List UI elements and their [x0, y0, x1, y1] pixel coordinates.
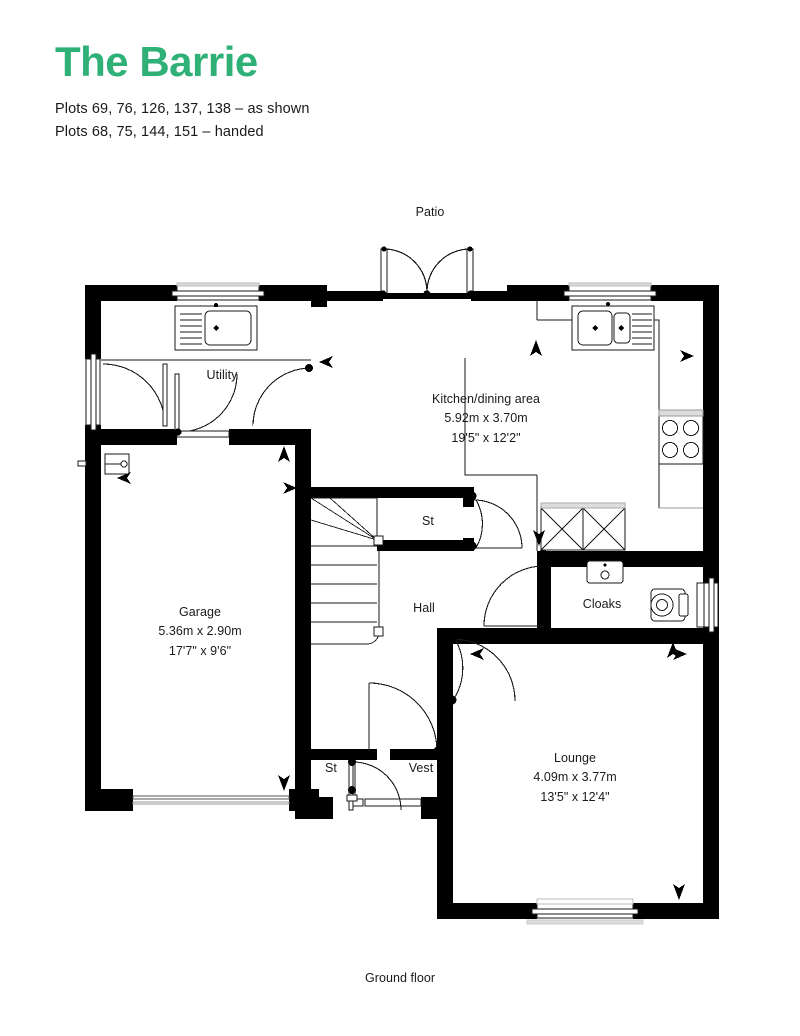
plot-line-handed: Plots 68, 75, 144, 151 – handed	[55, 123, 264, 140]
kitchen-dim-metric: 5.92m x 3.70m	[444, 411, 528, 426]
room-label-garage: Garage 5.36m x 2.90m 17'7" x 9'6"	[158, 603, 241, 661]
floor-caption: Ground floor	[365, 969, 435, 988]
patio-french-doors	[379, 246, 475, 298]
label-patio: Patio	[416, 203, 445, 222]
kitchen-sink	[571, 302, 655, 351]
st-lower-name: St	[325, 761, 337, 775]
room-label-lounge: Lounge 4.09m x 3.77m 13'5" x 12'4"	[533, 749, 616, 807]
garage-door	[132, 795, 290, 805]
window-utility-north	[171, 282, 265, 301]
lounge-dim-metric: 4.09m x 3.77m	[533, 770, 617, 785]
door-st-upper	[467, 491, 523, 551]
cloaks-basin	[586, 560, 624, 584]
window-kitchen-north	[563, 282, 657, 301]
plan-header: The Barrie Plots 69, 76, 126, 137, 138 –…	[55, 38, 755, 143]
room-label-hall: Hall	[413, 599, 435, 618]
view-arrows	[117, 340, 694, 900]
vest-name: Vest	[408, 761, 434, 775]
cloaks-name: Cloaks	[582, 597, 622, 611]
lounge-name: Lounge	[553, 751, 597, 765]
lounge-dim-imperial: 13'5" x 12'4"	[540, 789, 610, 804]
larder-unit	[540, 502, 626, 551]
garage-dim-metric: 5.36m x 2.90m	[158, 624, 242, 639]
room-label-st-upper: St	[422, 512, 434, 531]
wall-structure	[85, 285, 719, 919]
door-st-lower	[348, 758, 402, 811]
garage-name: Garage	[178, 605, 221, 619]
garage-dim-imperial: 17'7" x 9'6"	[168, 643, 232, 658]
kitchen-name: Kitchen/dining area	[432, 392, 540, 406]
plot-line-as-shown: Plots 69, 76, 126, 137, 138 – as shown	[55, 101, 310, 118]
staircase	[310, 497, 384, 802]
utility-name: Utility	[206, 368, 238, 382]
internal-doors	[102, 363, 548, 811]
window-cloaks-east	[696, 577, 719, 633]
door-utility-garage	[174, 373, 238, 438]
room-label-st-lower: St	[325, 759, 337, 778]
room-label-utility: Utility	[207, 366, 238, 385]
hall-name: Hall	[413, 601, 435, 615]
room-label-vest: Vest	[409, 759, 434, 778]
cloaks-wc	[650, 588, 689, 622]
patio-label-text: Patio	[415, 205, 445, 219]
door-utility-kitchen	[252, 364, 313, 427]
kitchen-dim-imperial: 19'5" x 12'2"	[451, 430, 521, 445]
floor-caption-text: Ground floor	[364, 971, 436, 985]
utility-sink	[174, 303, 258, 351]
window-lounge-south	[526, 898, 644, 925]
room-label-kitchen: Kitchen/dining area 5.92m x 3.70m 19'5" …	[432, 390, 540, 448]
hob	[658, 409, 704, 465]
door-vest-hall	[368, 682, 443, 756]
door-hall-lounge	[447, 634, 516, 705]
windows	[85, 282, 719, 925]
door-hall-kitchen	[483, 549, 548, 627]
st-upper-name: St	[422, 514, 434, 528]
room-label-cloaks: Cloaks	[583, 595, 622, 614]
door-utility-garage-west	[102, 363, 168, 427]
front-door-vest	[348, 798, 422, 807]
window-utility-west	[85, 353, 101, 431]
garage-fitting	[77, 453, 130, 475]
page-title: The Barrie	[55, 38, 258, 85]
